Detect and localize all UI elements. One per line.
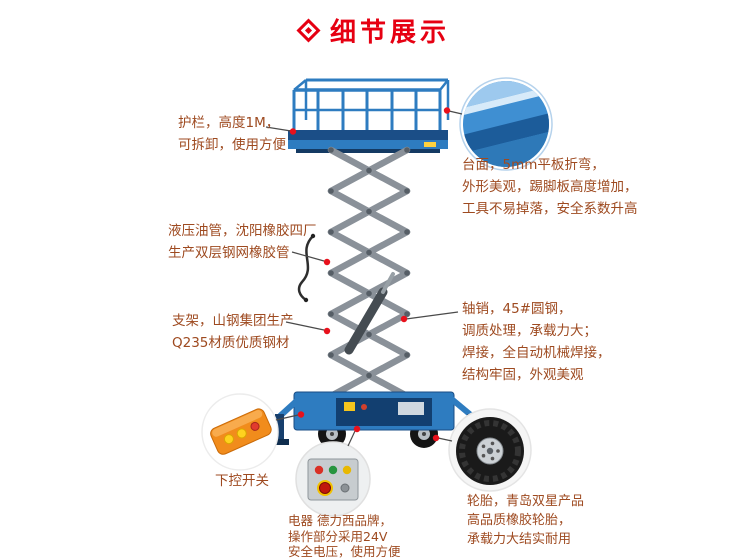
- note-line: 电器 德力西品牌，: [288, 513, 392, 528]
- callout-line: [265, 126, 292, 132]
- note-lower-control: 下控开关: [212, 470, 272, 492]
- note-line: 高品质橡胶轮胎，: [467, 513, 572, 528]
- note-line: 护栏，高度1M，: [178, 115, 280, 131]
- note-line: 操作部分采用24V: [288, 528, 388, 544]
- detail-circle-remote: [201, 393, 279, 471]
- detail-circle-control-box: [295, 441, 371, 517]
- note-line: 安全电压，使用方便: [288, 544, 401, 559]
- guardrail: [292, 78, 450, 130]
- scissor-lift: [270, 78, 481, 448]
- hydraulic-hose: [297, 233, 316, 303]
- callout-dot: [400, 315, 408, 323]
- callout-lines: [265, 110, 463, 447]
- note-line: 调质处理，承载力大；: [462, 323, 597, 339]
- note-line: 结构牢固，外观美观: [462, 367, 584, 383]
- note-line: 轮胎，青岛双星产品: [467, 494, 585, 509]
- note-guardrail: 护栏，高度1M， 可拆卸，使用方便: [178, 112, 286, 156]
- callout-dot: [353, 425, 361, 433]
- platform-deck: [288, 130, 448, 153]
- detail-circle-tire: [448, 408, 532, 492]
- note-line: 台面，5mm平板折弯，: [462, 157, 605, 173]
- hydraulic-cylinder: [344, 272, 395, 355]
- note-line: 焊接，全自动机械焊接，: [462, 345, 611, 361]
- note-line: Q235材质优质钢材: [172, 335, 290, 351]
- note-platform: 台面，5mm平板折弯， 外形美观，踢脚板高度增加， 工具不易掉落，安全系数升高: [462, 154, 638, 220]
- callout-line: [285, 321, 325, 331]
- callout-dots: [289, 107, 451, 442]
- note-line: 外形美观，踢脚板高度增加，: [462, 179, 638, 195]
- note-frame: 支架，山钢集团生产 Q235材质优质钢材: [172, 310, 294, 354]
- page-header: 细节展示: [0, 12, 750, 49]
- note-hydraulic-hose: 液压油管，沈阳橡胶四厂 生产双层钢网橡胶管: [168, 220, 317, 264]
- note-line: 生产双层钢网橡胶管: [168, 245, 290, 261]
- note-tire: 轮胎，青岛双星产品 高品质橡胶轮胎， 承载力大结实耐用: [467, 492, 584, 549]
- scissor-arms: [327, 146, 411, 400]
- callout-line: [275, 414, 299, 421]
- callout-dot: [323, 258, 331, 266]
- note-axle-pin: 轴销，45#圆钢， 调质处理，承载力大； 焊接，全自动机械焊接， 结构牢固，外观…: [462, 298, 611, 386]
- note-line: 承载力大结实耐用: [467, 532, 572, 547]
- callout-dot: [289, 128, 297, 135]
- callout-dot: [323, 327, 331, 335]
- outrigger-left: [270, 393, 305, 445]
- callout-line: [291, 251, 325, 262]
- callout-line: [448, 110, 463, 115]
- note-line: 轴销，45#圆钢，: [462, 301, 572, 317]
- callout-line: [405, 311, 459, 320]
- note-line: 支架，山钢集团生产: [172, 313, 294, 329]
- chassis: [293, 391, 455, 431]
- callout-line: [347, 430, 356, 447]
- callout-dot: [443, 107, 451, 114]
- note-line: 工具不易掉落，安全系数升高: [462, 201, 638, 217]
- note-line: 液压油管，沈阳橡胶四厂: [168, 223, 317, 239]
- note-line: 可拆卸，使用方便: [178, 137, 286, 153]
- note-electric: 电器 德力西品牌， 操作部分采用24V 安全电压，使用方便: [288, 513, 401, 560]
- callout-dot: [297, 411, 305, 418]
- callout-line: [437, 437, 453, 442]
- callout-dot: [432, 434, 440, 442]
- note-line: 下控开关: [215, 473, 269, 489]
- page-title: 细节展示: [329, 18, 450, 48]
